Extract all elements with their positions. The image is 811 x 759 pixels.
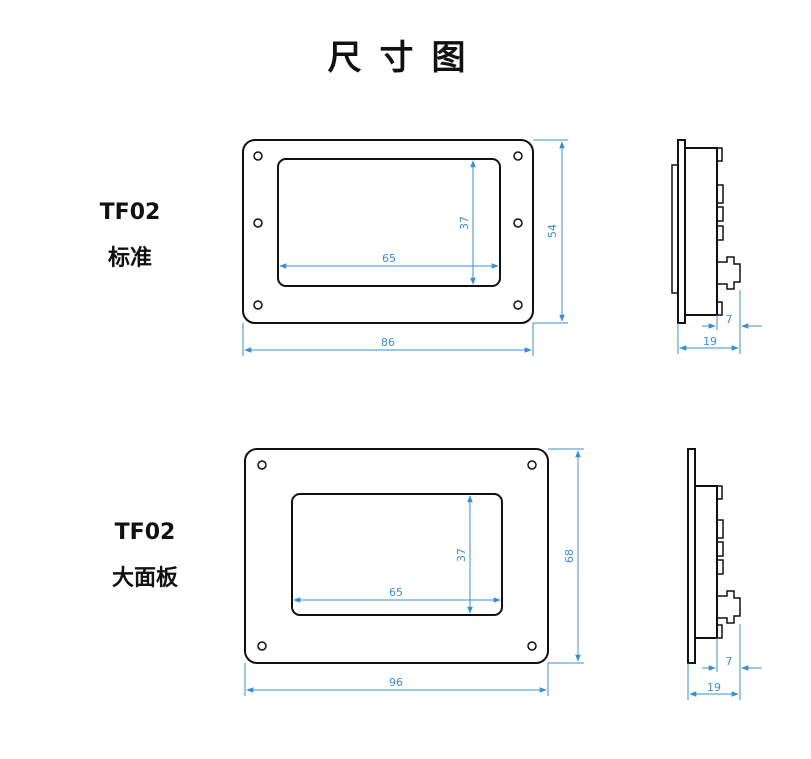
- dim-text-protrusion: 7: [726, 313, 733, 326]
- side-view-standard: [671, 139, 741, 324]
- dims-front-standard: [242, 139, 568, 356]
- mounting-hole: [527, 460, 537, 470]
- dim-text-window-width: 65: [382, 252, 396, 265]
- dim-text-window-width: 65: [389, 586, 403, 599]
- mounting-hole: [513, 218, 523, 228]
- side-connector: [716, 541, 724, 557]
- mounting-hole: [257, 641, 267, 651]
- model-label-large: TF02 大面板: [95, 510, 195, 602]
- mounting-hole: [253, 300, 263, 310]
- mounting-hole: [253, 151, 263, 161]
- side-terminal: [716, 256, 741, 290]
- side-faceplate: [687, 448, 696, 664]
- side-terminal: [716, 590, 741, 624]
- side-view-large: [687, 448, 741, 664]
- model-name: TF02: [99, 200, 161, 225]
- side-connector: [716, 225, 724, 241]
- dims-side-large: [687, 624, 762, 700]
- side-connector: [716, 519, 724, 539]
- side-display-lip: [671, 164, 679, 294]
- side-clip: [716, 301, 723, 316]
- side-clip: [716, 147, 723, 162]
- model-variant: 标准: [107, 246, 152, 271]
- dim-text-outer-height: 68: [563, 549, 576, 563]
- mounting-hole: [253, 218, 263, 228]
- model-name: TF02: [114, 520, 176, 545]
- model-variant: 大面板: [111, 566, 178, 591]
- page-title: 尺寸图: [327, 38, 484, 78]
- side-clip: [716, 485, 723, 500]
- window-cutout: [291, 493, 503, 616]
- dim-text-outer-width: 96: [389, 676, 403, 689]
- side-clip: [716, 624, 723, 639]
- dim-text-outer-width: 86: [381, 336, 395, 349]
- side-faceplate: [677, 139, 686, 324]
- dim-text-depth: 19: [703, 335, 717, 348]
- dim-text-window-height: 37: [458, 216, 471, 230]
- dim-text-depth: 19: [707, 681, 721, 694]
- dims-front-large: [244, 448, 584, 696]
- dim-text-protrusion: 7: [726, 655, 733, 668]
- side-connector: [716, 559, 724, 575]
- mounting-hole: [513, 151, 523, 161]
- model-label-standard: TF02 标准: [90, 190, 170, 282]
- dims-side-standard: [677, 290, 762, 354]
- window-cutout: [277, 158, 501, 287]
- dim-text-outer-height: 54: [546, 224, 559, 238]
- outer-frame: [242, 139, 534, 324]
- front-view-standard: [242, 139, 534, 324]
- mounting-holes: [257, 460, 537, 651]
- mounting-hole: [513, 300, 523, 310]
- mounting-hole: [527, 641, 537, 651]
- mounting-hole: [257, 460, 267, 470]
- side-connector: [716, 206, 724, 222]
- mounting-holes: [253, 151, 523, 310]
- dim-text-window-height: 37: [455, 548, 468, 562]
- side-body: [684, 147, 718, 316]
- side-connector: [716, 184, 724, 204]
- front-view-large: [244, 448, 549, 664]
- side-body: [694, 485, 718, 639]
- outer-frame: [244, 448, 549, 664]
